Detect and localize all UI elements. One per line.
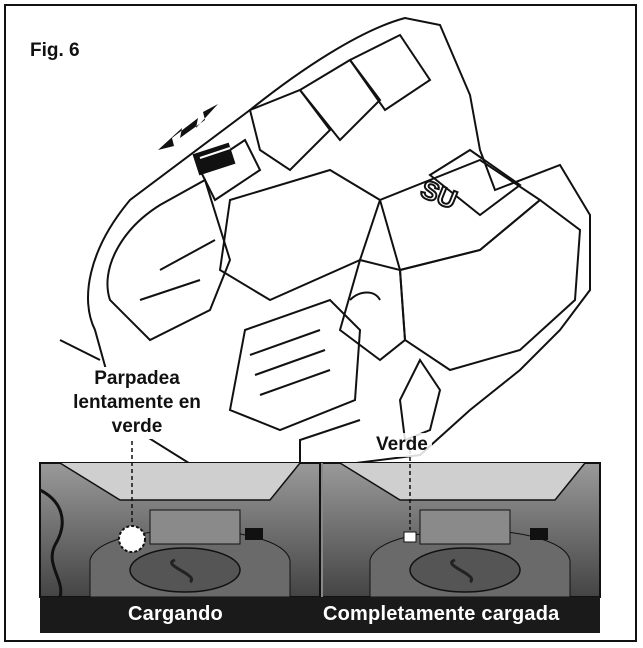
- callout-line: verde: [111, 416, 163, 437]
- caption-bar: [40, 597, 600, 633]
- figure-label: Fig. 6: [30, 40, 80, 61]
- caption-charging: Cargando: [128, 603, 223, 625]
- double-arrow-icon: [158, 104, 218, 150]
- caption-fully-charged: Completamente cargada: [323, 603, 560, 625]
- callout-line: lentamente en: [73, 392, 201, 413]
- switch-icon: [192, 142, 236, 176]
- callout-line: Parpadea: [94, 368, 180, 389]
- tool-body: [59, 16, 591, 471]
- panel-right: [321, 450, 601, 598]
- panel-left: [39, 462, 321, 598]
- callout-solid-green: Verde: [372, 433, 432, 457]
- callout-blinking-green: Parpadea lentamente en verde: [52, 367, 222, 439]
